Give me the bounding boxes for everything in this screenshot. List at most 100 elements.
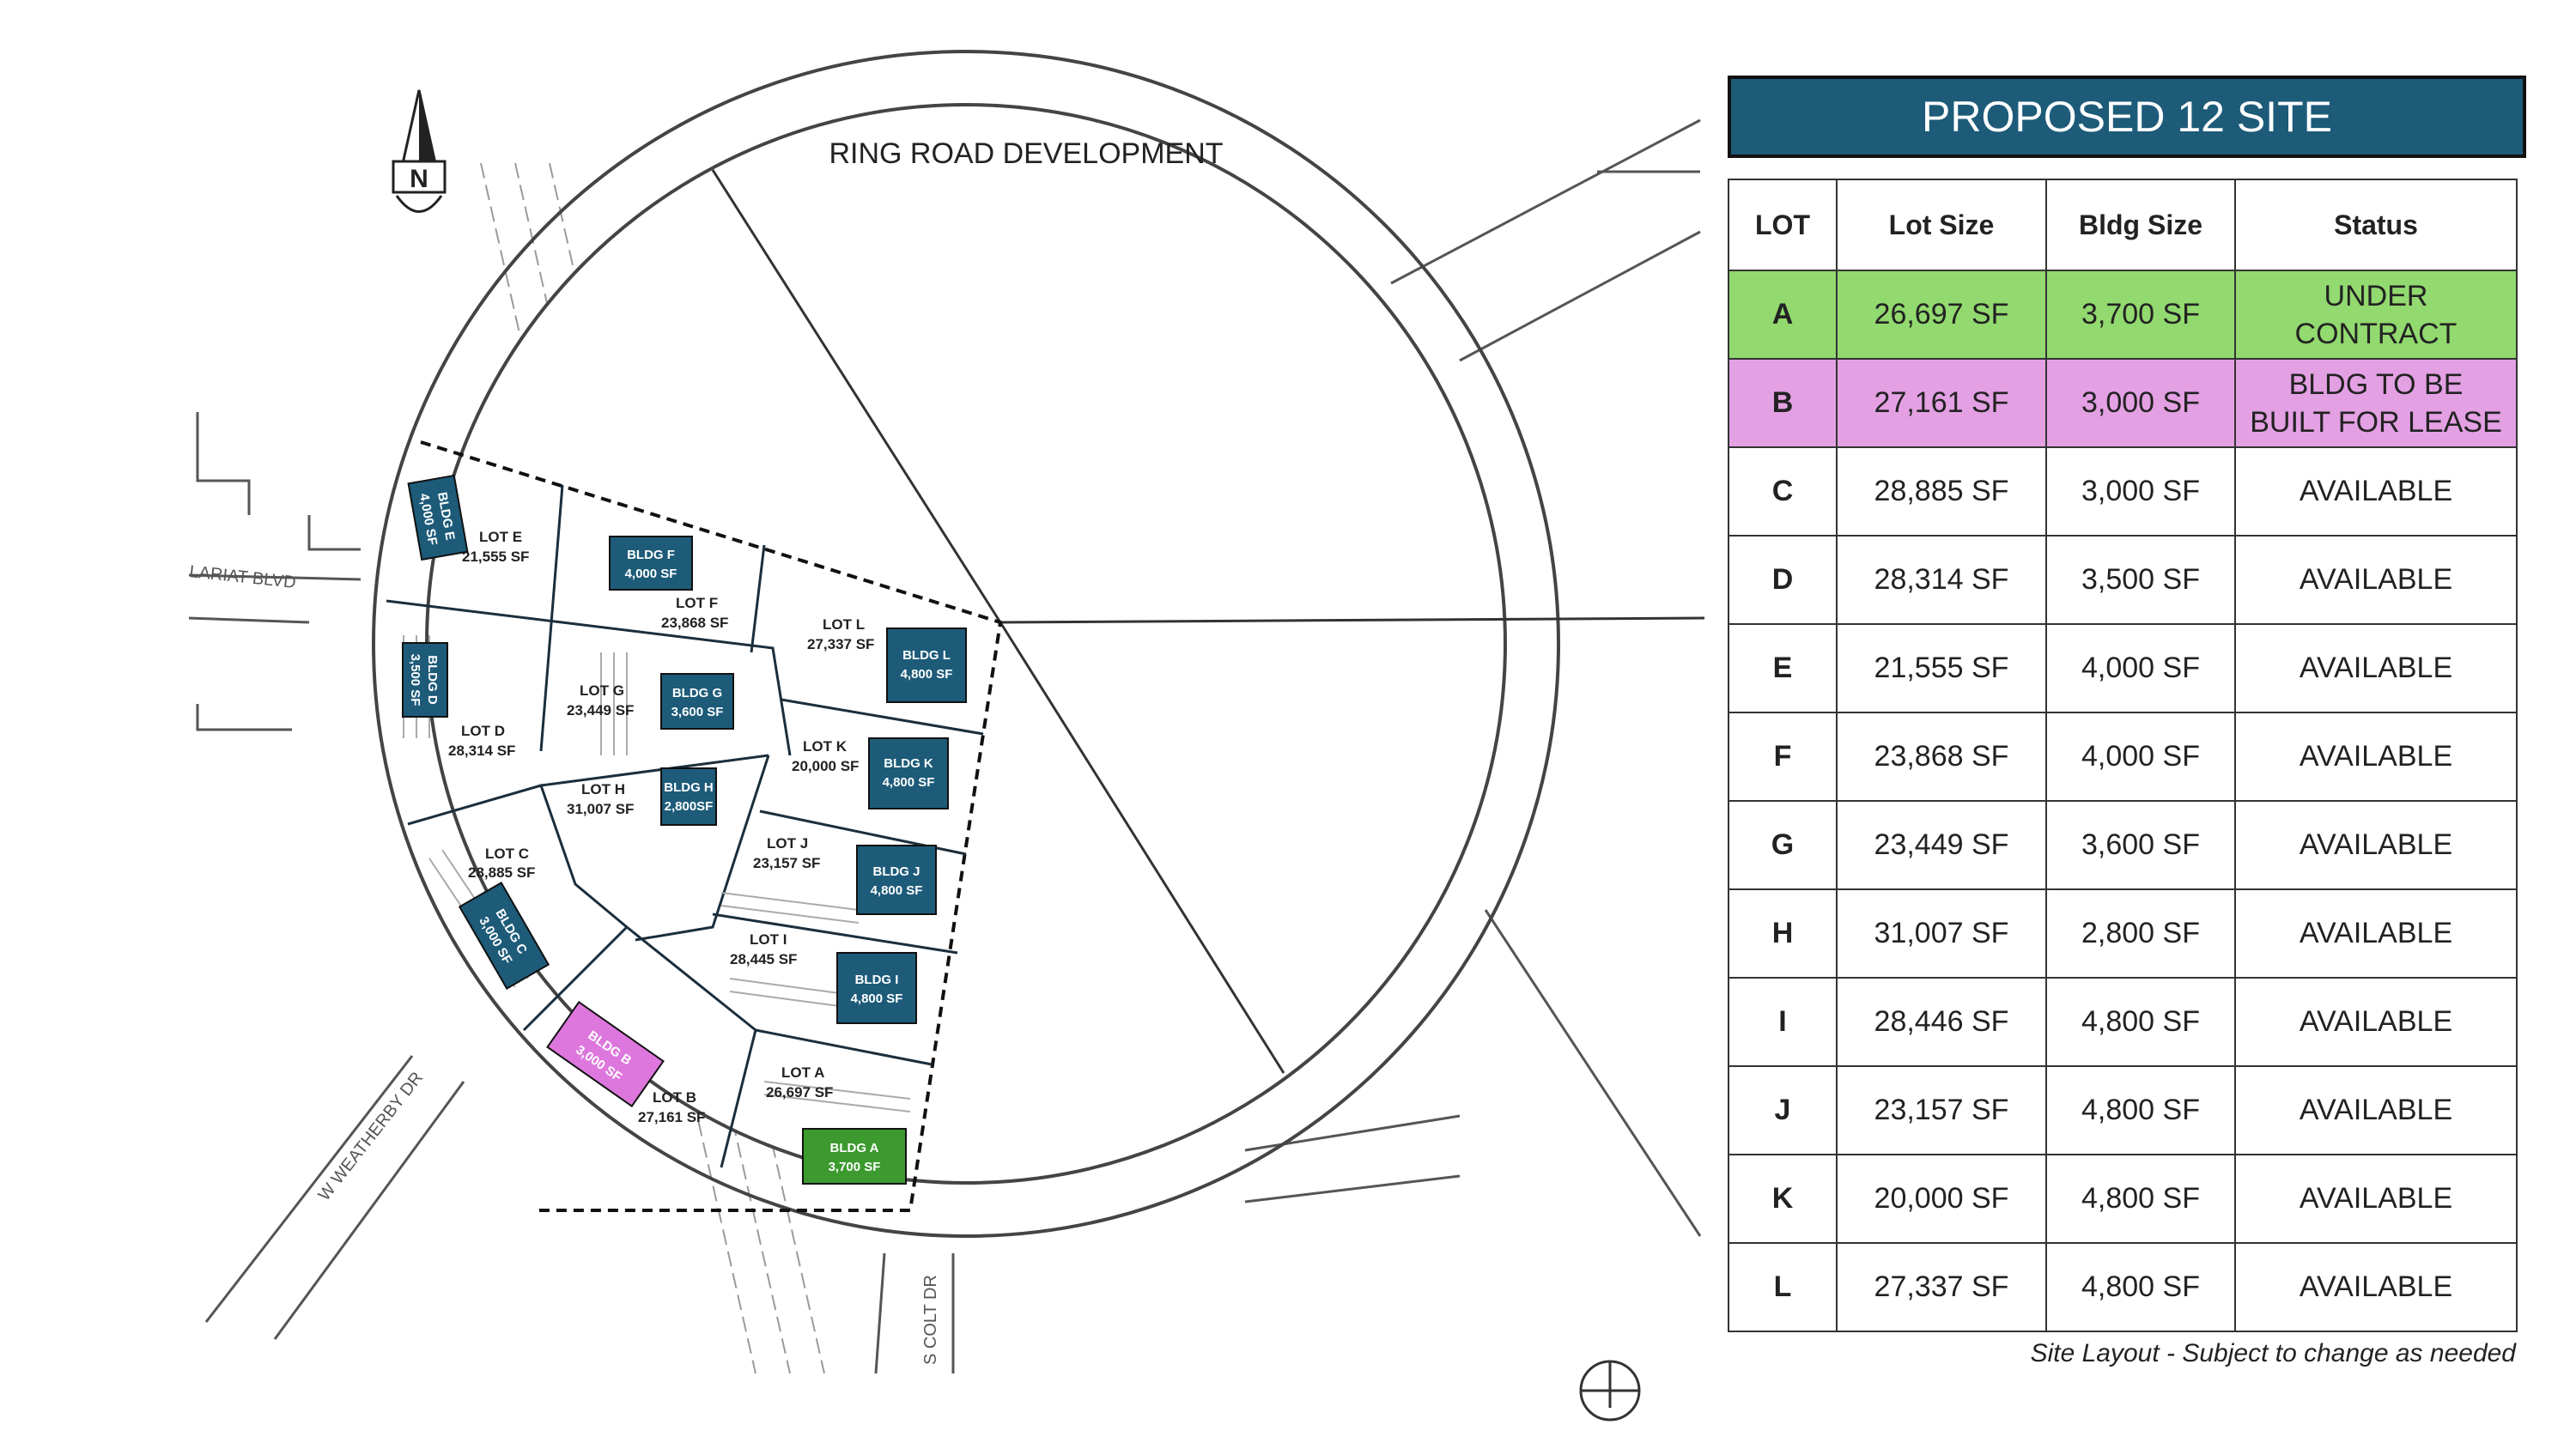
parcel-dividers — [711, 169, 1705, 1074]
status-line: CONTRACT — [2294, 317, 2458, 350]
building-l: BLDG L 4,800 SF — [886, 627, 967, 703]
cell-status: AVAILABLE — [2234, 1154, 2518, 1244]
svg-text:BLDG D: BLDG D — [425, 655, 440, 705]
cell-lot: F — [1728, 712, 1838, 802]
cell-status: AVAILABLE — [2234, 623, 2518, 713]
cell-lot-size: 31,007 SF — [1836, 888, 2047, 979]
cell-bldg-size: 4,800 SF — [2045, 977, 2236, 1067]
lot-size-i: 28,445 SF — [730, 951, 797, 967]
lot-size-d: 28,314 SF — [448, 743, 515, 759]
status-line: AVAILABLE — [2299, 475, 2453, 507]
cell-status: AVAILABLE — [2234, 977, 2518, 1067]
svg-text:BLDG K: BLDG K — [884, 756, 933, 771]
svg-text:BLDG J: BLDG J — [872, 864, 920, 879]
ring-road-outer — [372, 50, 1560, 1238]
lot-label-i: LOT I — [750, 931, 787, 948]
lot-label-b: LOT B — [653, 1089, 696, 1106]
cell-lot: B — [1728, 358, 1838, 448]
lot-size-b: 27,161 SF — [638, 1109, 705, 1125]
svg-text:4,800 SF: 4,800 SF — [901, 667, 953, 682]
panel-title: PROPOSED 12 SITE — [1728, 76, 2526, 158]
street-label-colt: S COLT DR — [921, 1275, 940, 1365]
status-line: BUILT FOR LEASE — [2250, 405, 2502, 439]
building-j: BLDG J 4,800 SF — [856, 845, 937, 915]
cell-status: AVAILABLE — [2234, 1242, 2518, 1332]
cell-lot: C — [1728, 446, 1838, 537]
lot-label-l: LOT L — [823, 616, 865, 633]
lot-size-c: 28,885 SF — [468, 864, 535, 881]
svg-text:BLDG I: BLDG I — [855, 973, 899, 987]
cell-bldg-size: 3,700 SF — [2045, 270, 2236, 360]
svg-text:4,800 SF: 4,800 SF — [871, 883, 923, 898]
lot-schedule-panel: PROPOSED 12 SITE LOT Lot Size Bldg Size … — [1728, 76, 2526, 1368]
cell-bldg-size: 2,800 SF — [2045, 888, 2236, 979]
svg-text:3,700 SF: 3,700 SF — [829, 1160, 881, 1174]
cell-bldg-size: 4,800 SF — [2045, 1242, 2236, 1332]
cell-bldg-size: 4,000 SF — [2045, 712, 2236, 802]
map-title: RING ROAD DEVELOPMENT — [829, 137, 1223, 170]
cell-status: AVAILABLE — [2234, 446, 2518, 537]
lot-label-a: LOT A — [781, 1064, 824, 1081]
lot-size-f: 23,868 SF — [661, 615, 728, 631]
header-lot: LOT — [1728, 179, 1838, 271]
status-line: AVAILABLE — [2299, 1005, 2453, 1038]
cell-bldg-size: 4,000 SF — [2045, 623, 2236, 713]
status-line: AVAILABLE — [2299, 828, 2453, 861]
street-label-lariat: LARIAT BLVD — [188, 562, 296, 592]
svg-text:N: N — [410, 165, 428, 193]
cell-lot: I — [1728, 977, 1838, 1067]
cell-bldg-size: 3,600 SF — [2045, 800, 2236, 890]
layout-caption: Site Layout - Subject to change as neede… — [2030, 1339, 2516, 1367]
lot-size-l: 27,337 SF — [807, 636, 874, 652]
status-line: AVAILABLE — [2299, 740, 2453, 773]
svg-text:BLDG H: BLDG H — [664, 780, 714, 795]
cell-status: AVAILABLE — [2234, 800, 2518, 890]
building-d: BLDG D 3,500 SF — [402, 642, 448, 718]
building-f: BLDG F 4,000 SF — [609, 536, 693, 591]
status-line: AVAILABLE — [2299, 652, 2453, 684]
lot-size-h: 31,007 SF — [567, 801, 634, 817]
cell-lot-size: 28,446 SF — [1836, 977, 2047, 1067]
svg-text:3,600 SF: 3,600 SF — [671, 705, 724, 719]
svg-text:3,500 SF: 3,500 SF — [408, 654, 422, 706]
site-plan-map: RING ROAD DEVELOPMENT N LARIAT BLVD W WE… — [188, 50, 1705, 1422]
cell-bldg-size: 4,800 SF — [2045, 1065, 2236, 1155]
cell-lot: E — [1728, 623, 1838, 713]
svg-text:4,800 SF: 4,800 SF — [883, 775, 935, 790]
svg-text:BLDG A: BLDG A — [830, 1141, 879, 1155]
cell-bldg-size: 3,500 SF — [2045, 535, 2236, 625]
status-line: AVAILABLE — [2299, 1094, 2453, 1126]
cell-lot-size: 27,161 SF — [1836, 358, 2047, 448]
lot-size-k: 20,000 SF — [792, 758, 859, 774]
cell-lot-size: 21,555 SF — [1836, 623, 2047, 713]
building-a: BLDG A 3,700 SF — [802, 1128, 907, 1185]
cell-status: AVAILABLE — [2234, 712, 2518, 802]
building-e: BLDG E 4,000 SF — [407, 474, 469, 561]
lot-size-a: 26,697 SF — [766, 1084, 833, 1100]
svg-text:BLDG L: BLDG L — [902, 648, 951, 663]
cell-lot-size: 27,337 SF — [1836, 1242, 2047, 1332]
approach-roads — [188, 118, 1702, 1374]
lot-labels: LOT A 26,697 SF LOT B 27,161 SF LOT C 28… — [448, 529, 874, 1125]
header-status: Status — [2234, 179, 2518, 271]
lot-size-j: 23,157 SF — [753, 855, 820, 871]
lot-label-c: LOT C — [485, 846, 529, 862]
lot-label-k: LOT K — [803, 738, 848, 755]
lot-label-g: LOT G — [580, 682, 624, 699]
building-g: BLDG G 3,600 SF — [660, 673, 734, 730]
building-h: BLDG H 2,800SF — [660, 767, 717, 826]
svg-text:4,000 SF: 4,000 SF — [625, 567, 677, 581]
cell-status: AVAILABLE — [2234, 888, 2518, 979]
cell-lot-size: 23,449 SF — [1836, 800, 2047, 890]
street-label-weatherby: W WEATHERBY DR — [315, 1069, 427, 1204]
cell-status: AVAILABLE — [2234, 535, 2518, 625]
cell-bldg-size: 4,800 SF — [2045, 1154, 2236, 1244]
